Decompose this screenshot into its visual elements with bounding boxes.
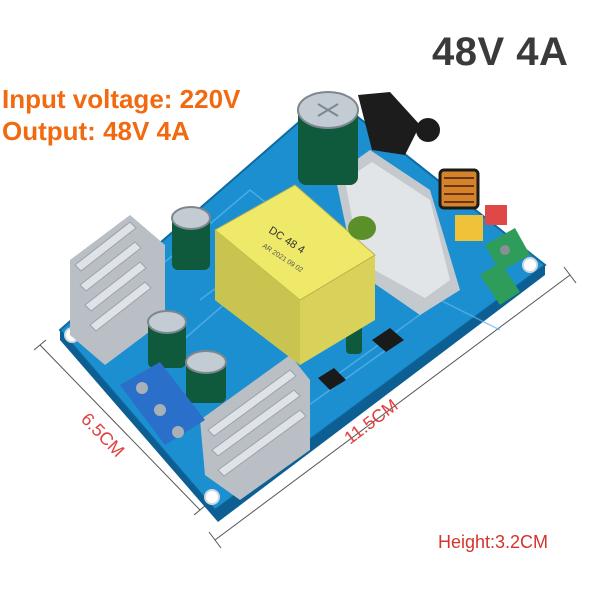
product-title: 48V 4A: [432, 30, 569, 74]
width-dimension-label: 6.5CM: [77, 409, 128, 461]
left-heatsink: [70, 215, 165, 365]
output-spec: Output: 48V 4A: [2, 116, 190, 146]
input-terminal-block: [480, 228, 530, 305]
bottom-heatsink: [200, 355, 310, 500]
top-mosfet: [358, 92, 440, 155]
ic-chips: [318, 328, 404, 390]
input-voltage-spec: Input voltage: 220V: [2, 84, 241, 114]
inductor-coil: [438, 168, 480, 210]
film-capacitor-yellow: [455, 215, 483, 241]
capacitor-lower-left: [147, 310, 187, 368]
height-dimension: Height:3.2CM: [438, 532, 549, 552]
output-terminal-block: [120, 362, 205, 445]
capacitor-lower: [185, 350, 227, 403]
capacitor-mid: [171, 206, 211, 270]
film-capacitor-red: [485, 205, 507, 225]
dimension-lines: [33, 266, 577, 549]
large-capacitor-top: [297, 91, 359, 185]
transformer: DC 48 4 AR 2021 09 02: [214, 184, 376, 365]
green-capacitor: [348, 216, 376, 240]
